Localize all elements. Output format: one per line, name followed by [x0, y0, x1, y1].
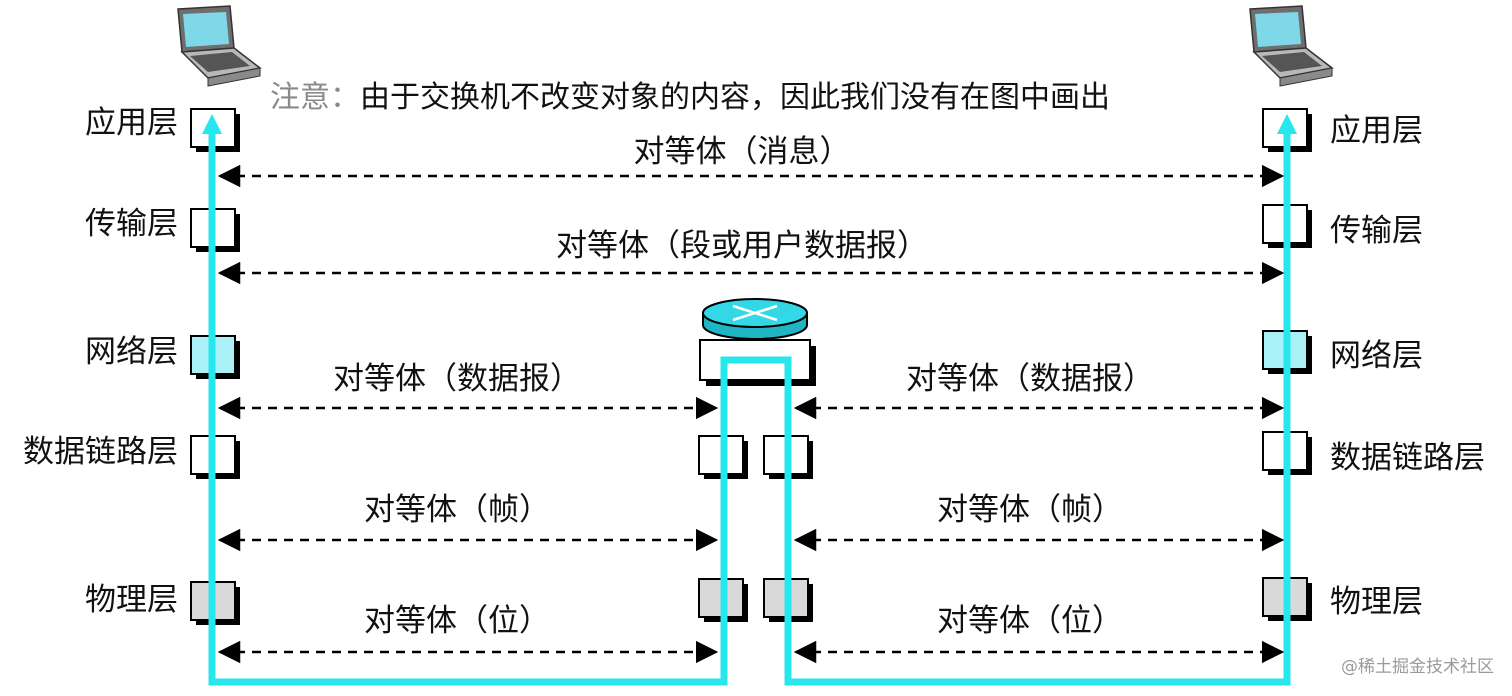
left-label-network: 网络层	[85, 334, 178, 370]
peer-arrows	[217, 164, 1285, 664]
right-path-arrowhead	[1277, 114, 1297, 134]
data-path	[202, 114, 1297, 686]
note-body: 由于交换机不改变对象的内容，因此我们没有在图中画出	[360, 80, 1110, 115]
right-label-physical: 物理层	[1330, 584, 1423, 620]
note-text: 注意：由于交换机不改变对象的内容，因此我们没有在图中画出	[270, 80, 1110, 115]
right-laptop-icon	[1249, 5, 1334, 87]
watermark-text: @稀土掘金技术社区	[1341, 657, 1494, 677]
right-label-transport: 传输层	[1330, 213, 1423, 249]
peer-label-datagram-right: 对等体（数据报）	[906, 361, 1154, 397]
peer-label-bit-right: 对等体（位）	[937, 603, 1123, 639]
peer-label-bit-left: 对等体（位）	[364, 603, 550, 639]
peer-label-message: 对等体（消息）	[634, 134, 851, 170]
left-host-boxes	[190, 108, 240, 625]
router	[698, 298, 816, 622]
peer-label-datagram-left: 对等体（数据报）	[333, 361, 581, 397]
left-label-transport: 传输层	[85, 206, 178, 242]
right-label-datalink: 数据链路层	[1330, 440, 1485, 476]
right-label-application: 应用层	[1330, 113, 1423, 149]
note-prefix: 注意：	[270, 80, 360, 115]
left-laptop-icon	[177, 5, 262, 87]
left-label-physical: 物理层	[85, 582, 178, 618]
left-path-arrowhead	[202, 114, 222, 134]
left-label-application: 应用层	[85, 105, 178, 141]
left-label-datalink: 数据链路层	[23, 434, 178, 470]
peer-label-segment: 对等体（段或用户数据报）	[556, 228, 928, 264]
peer-label-frame-left: 对等体（帧）	[364, 492, 550, 528]
right-label-network: 网络层	[1330, 338, 1423, 374]
peer-label-frame-right: 对等体（帧）	[937, 492, 1123, 528]
